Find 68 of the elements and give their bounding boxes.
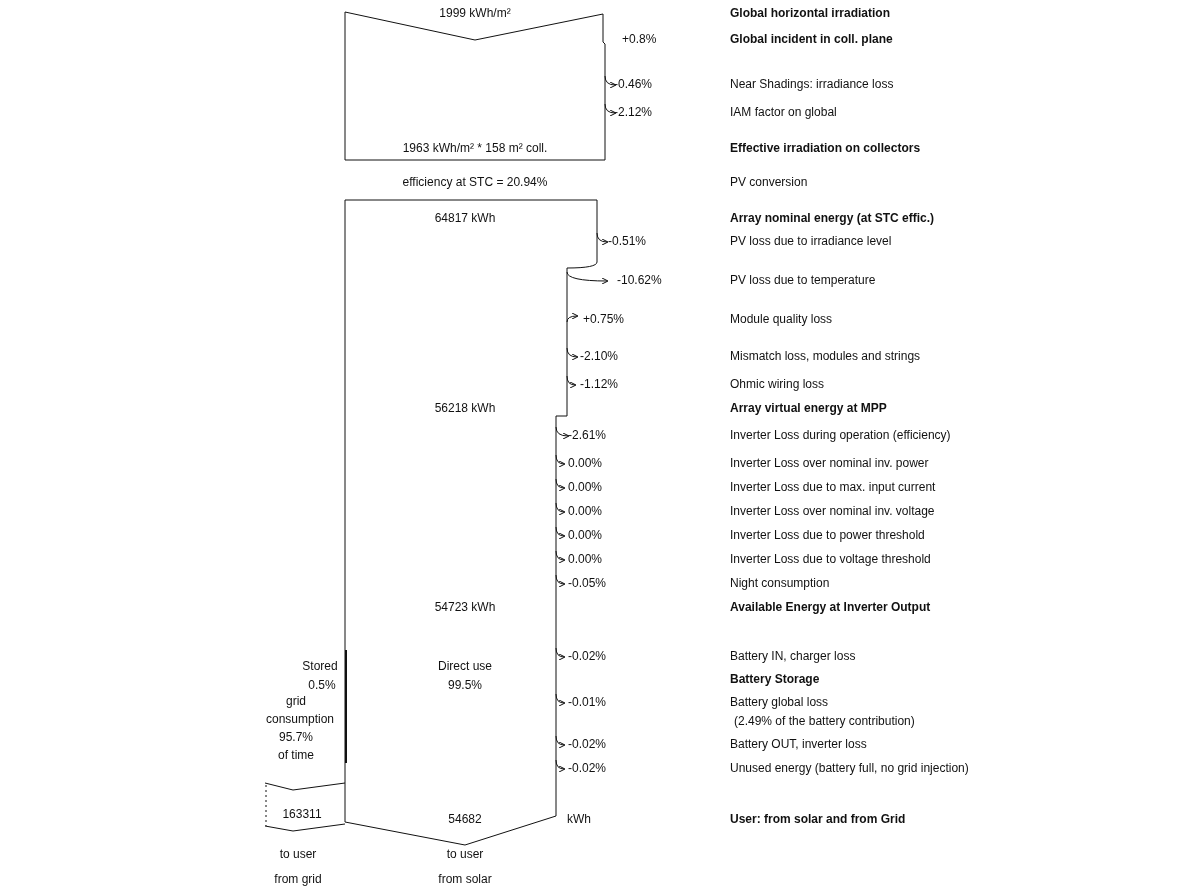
- flow-caption: from solar: [438, 872, 492, 886]
- loss-label: Battery OUT, inverter loss: [730, 737, 867, 751]
- loss-label: Near Shadings: irradiance loss: [730, 77, 894, 91]
- loss-label: Unused energy (battery full, no grid injection): [730, 761, 969, 775]
- loss-percentage: 0.00%: [568, 528, 603, 542]
- grid-share-label: grid: [286, 694, 306, 708]
- loss-percentage: -2.61%: [568, 428, 607, 442]
- energy-value: 54723 kWh: [434, 600, 496, 614]
- loss-label: Battery global loss: [730, 695, 829, 709]
- step-label: Battery Storage: [730, 672, 820, 686]
- loss-percentage: 0.00%: [568, 552, 603, 566]
- energy-value: 54682: [448, 812, 482, 826]
- gain-percentage: +0.8%: [622, 32, 657, 46]
- loss-label: IAM factor on global: [730, 105, 837, 119]
- energy-value: 64817 kWh: [434, 211, 496, 225]
- step-label: Array virtual energy at MPP: [730, 401, 887, 415]
- loss-percentage: 0.00%: [568, 480, 603, 494]
- grid-share-label: of time: [278, 748, 314, 762]
- loss-percentage: -0.01%: [568, 695, 607, 709]
- loss-percentage: -0.02%: [568, 761, 607, 775]
- loss-note: (2.49% of the battery contribution): [734, 714, 915, 728]
- share-label: Stored: [302, 659, 338, 673]
- energy-value: 56218 kWh: [434, 401, 496, 415]
- loss-percentage: -10.62%: [617, 273, 662, 287]
- loss-percentage: 0.00%: [568, 456, 603, 470]
- share-value: 99.5%: [448, 678, 482, 692]
- grid-share-value: 95.7%: [279, 730, 313, 744]
- share-label: Direct use: [438, 659, 492, 673]
- energy-value: 163311: [282, 807, 322, 821]
- loss-percentage: -2.12%: [614, 105, 653, 119]
- loss-percentage: -2.10%: [580, 349, 619, 363]
- loss-label: Mismatch loss, modules and strings: [730, 349, 921, 363]
- step-label: Array nominal energy (at STC effic.): [730, 211, 935, 225]
- loss-label: Inverter Loss over nominal inv. voltage: [730, 504, 935, 518]
- loss-percentage: -0.51%: [608, 234, 647, 248]
- energy-value: 1963 kWh/m² * 158 m² coll.: [402, 141, 548, 155]
- loss-label: Ohmic wiring loss: [730, 377, 825, 391]
- step-label: Available Energy at Inverter Output: [730, 600, 931, 614]
- unit-label: kWh: [567, 812, 591, 826]
- loss-percentage: -0.02%: [568, 737, 607, 751]
- loss-label: Module quality loss: [730, 312, 833, 326]
- loss-percentage: -1.12%: [580, 377, 619, 391]
- step-label: PV conversion: [730, 175, 808, 189]
- loss-label: Battery IN, charger loss: [730, 649, 856, 663]
- loss-percentage: -0.02%: [568, 649, 607, 663]
- loss-percentage: -0.46%: [614, 77, 653, 91]
- loss-label: Inverter Loss due to max. input current: [730, 480, 936, 494]
- gain-percentage: +0.75%: [583, 312, 625, 326]
- loss-label: Inverter Loss during operation (efficiency): [730, 428, 951, 442]
- step-label: Effective irradiation on collectors: [730, 141, 921, 155]
- efficiency-value: efficiency at STC = 20.94%: [402, 175, 548, 189]
- loss-percentage: 0.00%: [568, 504, 603, 518]
- loss-label: Inverter Loss due to power threshold: [730, 528, 925, 542]
- grid-share-label: consumption: [266, 712, 334, 726]
- flow-caption: to user: [446, 847, 484, 861]
- step-label: Global incident in coll. plane: [730, 32, 893, 46]
- flow-caption: from grid: [274, 872, 322, 886]
- loss-label: Night consumption: [730, 576, 830, 590]
- energy-value: 1999 kWh/m²: [439, 6, 511, 20]
- loss-percentage: -0.05%: [568, 576, 607, 590]
- flow-caption: to user: [279, 847, 317, 861]
- loss-label: PV loss due to irradiance level: [730, 234, 892, 248]
- loss-label: Inverter Loss due to voltage threshold: [730, 552, 931, 566]
- step-label: User: from solar and from Grid: [730, 812, 906, 826]
- loss-label: PV loss due to temperature: [730, 273, 876, 287]
- share-value: 0.5%: [308, 678, 336, 692]
- step-label: Global horizontal irradiation: [730, 6, 890, 20]
- loss-label: Inverter Loss over nominal inv. power: [730, 456, 929, 470]
